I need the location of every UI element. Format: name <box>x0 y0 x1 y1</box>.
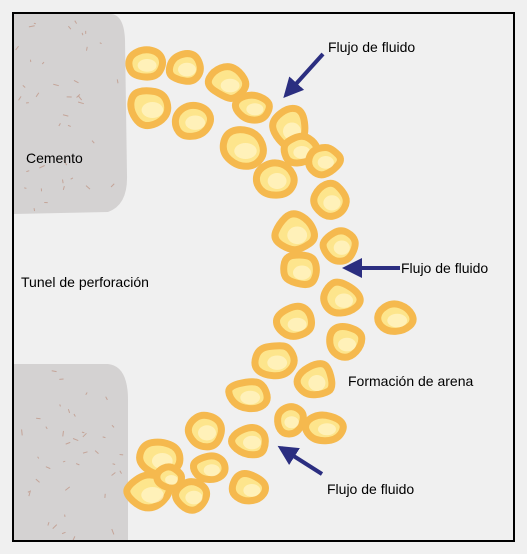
cement-speckle <box>63 179 64 183</box>
cement-bottom-block <box>14 364 128 540</box>
sand-grain-highlight <box>185 491 202 505</box>
cement-speckle <box>63 461 65 462</box>
sand-grain-highlight <box>138 59 157 72</box>
sand-grain-highlight <box>267 356 287 370</box>
sand-grain-highlight <box>268 173 287 189</box>
sand-grain-highlight <box>323 195 340 210</box>
sand-grain-highlight <box>318 423 336 435</box>
sand-grain-highlight <box>338 338 356 352</box>
cement-speckle <box>82 33 83 35</box>
cement-speckle <box>60 404 61 406</box>
sand-grain-highlight <box>287 227 307 245</box>
sand-grain-highlight <box>185 116 205 130</box>
sand-grain-highlight <box>142 102 164 118</box>
sand-grain-highlight <box>165 475 178 485</box>
sand-grain-highlight <box>335 294 353 308</box>
sand-grain-highlight <box>198 425 216 440</box>
sand-grain-highlight <box>288 318 307 332</box>
sand-grain-highlight <box>243 484 260 497</box>
cement-speckle <box>82 432 84 433</box>
sand-grain-highlight <box>334 241 350 255</box>
sand-grain-highlight <box>246 103 263 115</box>
sand-grain-highlight <box>240 391 260 405</box>
sand-grain-highlight <box>204 464 220 476</box>
flow-label-middle: Flujo de fluido <box>401 260 488 276</box>
flow-label-top: Flujo de fluido <box>328 39 415 55</box>
sand-formation-label: Formación de arena <box>348 373 474 389</box>
sand-grain-highlight <box>178 63 196 77</box>
sand-grain-highlight <box>293 266 311 280</box>
sand-grain-highlight <box>284 416 298 428</box>
sand-grain-highlight <box>234 143 257 159</box>
sand-grain-highlight <box>221 79 240 93</box>
sand-grain-highlight <box>243 436 261 450</box>
sand-grain-highlight <box>308 375 325 391</box>
cement-speckle <box>63 431 64 437</box>
flow-label-bottom: Flujo de fluido <box>327 481 414 497</box>
cement-top-block <box>14 14 127 214</box>
cement-speckle <box>22 429 23 435</box>
sand-grain-highlight <box>318 156 334 169</box>
cement-speckle <box>34 23 36 24</box>
cement-speckle <box>113 464 116 465</box>
tunnel-label: Tunel de perforación <box>21 274 149 290</box>
cement-label: Cemento <box>26 150 83 166</box>
cement-speckle <box>24 188 26 189</box>
sand-grain-highlight <box>387 314 407 328</box>
sand-grain-highlight <box>141 487 164 503</box>
